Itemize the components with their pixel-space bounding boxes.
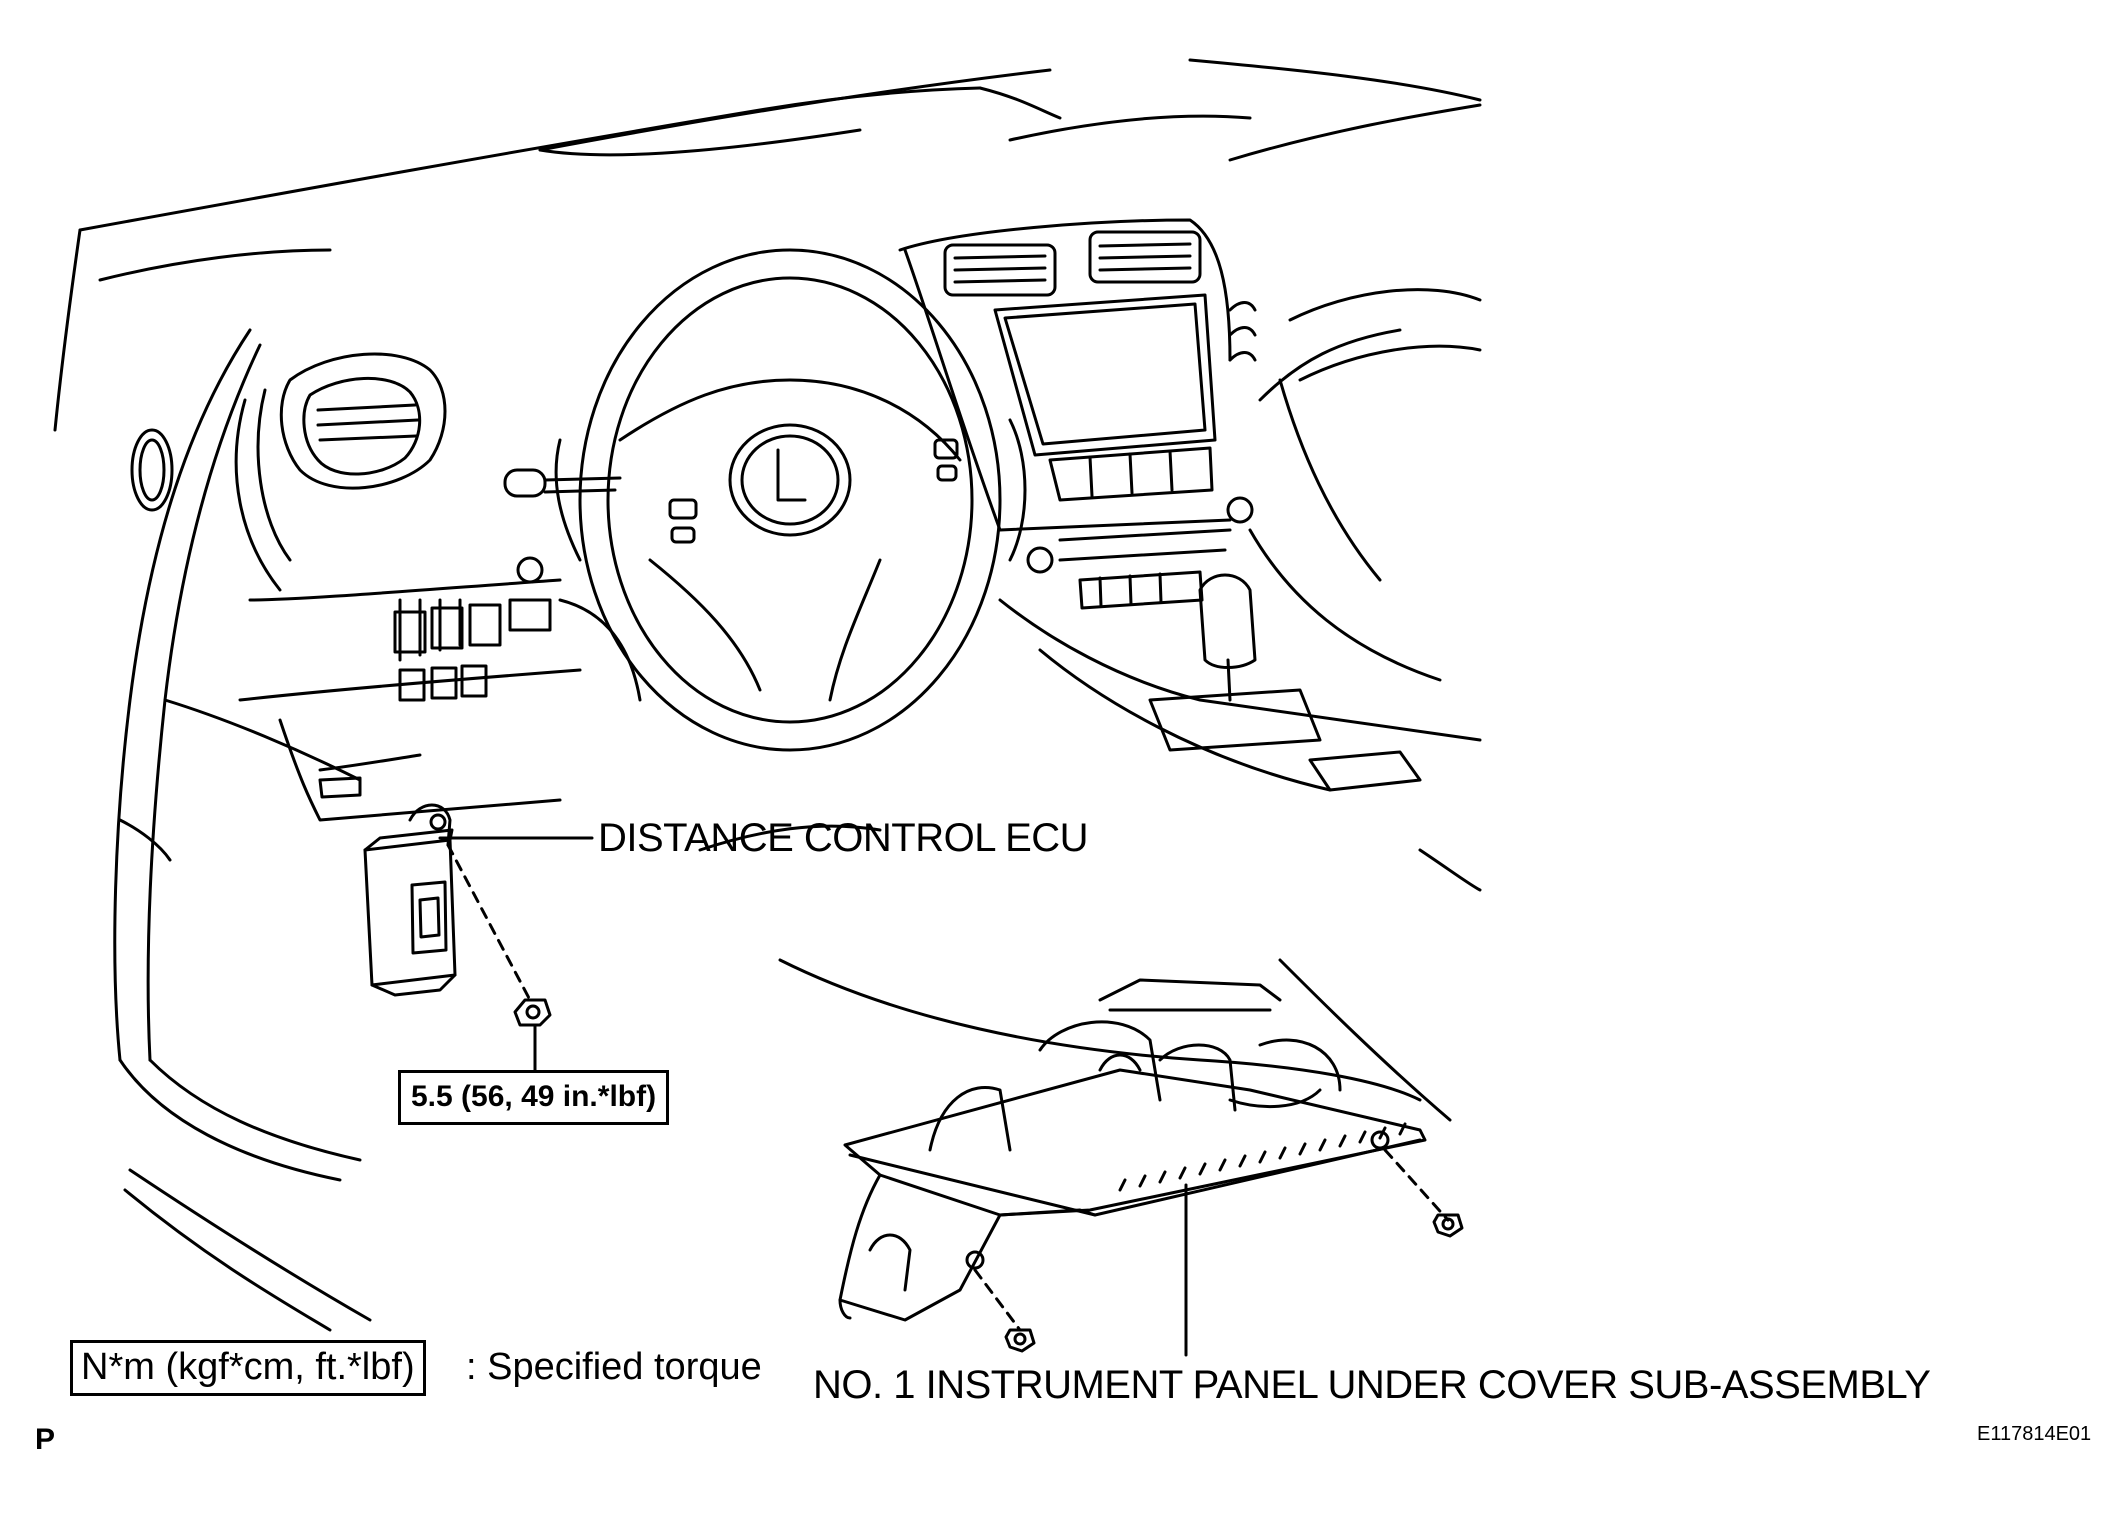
wiper-stalk bbox=[503, 468, 622, 498]
distance-control-ecu bbox=[363, 803, 457, 997]
torque-legend-box: N*m (kgf*cm, ft.*lbf) bbox=[70, 1340, 426, 1396]
passenger-side-lines bbox=[698, 288, 1482, 1122]
torque-value-box: 5.5 (56, 49 in.*lbf) bbox=[398, 1070, 670, 1125]
cover-bolt-left bbox=[1004, 1328, 1036, 1353]
ecu-label: DISTANCE CONTROL ECU bbox=[598, 816, 1089, 860]
ecu-bolt-dash-line bbox=[446, 843, 532, 1002]
under-cover-assembly bbox=[838, 978, 1427, 1322]
left-side-vent bbox=[130, 428, 174, 512]
driver-vent bbox=[234, 352, 447, 592]
under-cover-label: NO. 1 INSTRUMENT PANEL UNDER COVER SUB-A… bbox=[813, 1363, 1931, 1407]
corner-letter: P bbox=[35, 1423, 56, 1456]
lower-dash-panel bbox=[118, 556, 642, 862]
center-console bbox=[898, 218, 1482, 792]
cover-bolt-right bbox=[1432, 1213, 1464, 1238]
ecu-nut bbox=[513, 998, 552, 1027]
figure-code: E117814E01 bbox=[1977, 1423, 2092, 1445]
steering-wheel bbox=[554, 248, 1027, 752]
torque-legend-text: : Specified torque bbox=[466, 1346, 762, 1388]
cover-bolt-dash-line-right bbox=[1383, 1148, 1450, 1222]
dashboard-top-lines bbox=[53, 58, 1482, 432]
shift-lever bbox=[1148, 328, 1442, 792]
cover-bolt-dash-line-left bbox=[973, 1268, 1022, 1332]
a-pillar-and-door bbox=[113, 328, 372, 1332]
